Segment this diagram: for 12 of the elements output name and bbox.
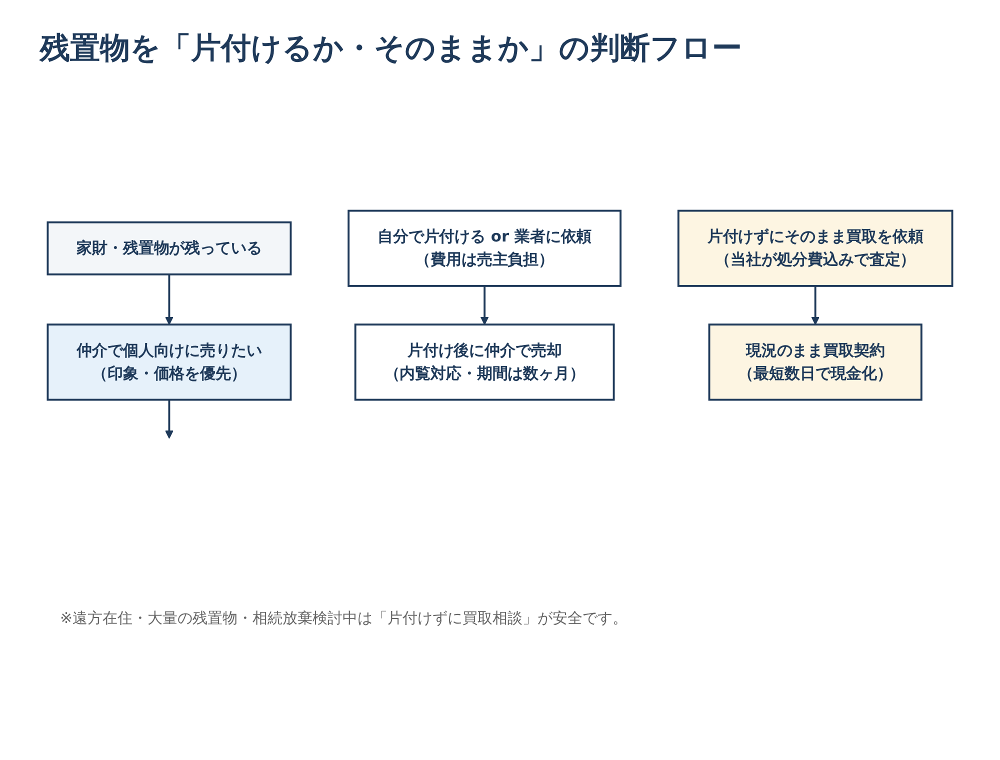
arrow (164, 400, 174, 439)
arrow (811, 286, 820, 325)
arrow (164, 274, 174, 325)
arrow (480, 286, 489, 325)
node-box: 仲介で個人向けに売りたい （印象・価格を優先） (46, 324, 292, 401)
node-box: 家財・残置物が残っている (46, 221, 292, 276)
note-text: ※遠方在住・大量の残置物・相続放棄検討中は「片付けずに買取相談」が安全です。 (60, 609, 629, 628)
node-box: 自分で片付ける or 業者に依頼 （費用は売主負担） (348, 210, 622, 287)
node-box: 片付けずにそのまま買取を依頼 （当社が処分費込みで査定） (677, 210, 954, 287)
diagram-title: 残置物を「片付けるか・そのままか」の判断フロー (40, 30, 743, 68)
node-box: 片付け後に仲介で売却 （内覧対応・期間は数ヶ月） (354, 324, 615, 401)
node-box: 現況のまま買取契約 （最短数日で現金化） (708, 324, 922, 401)
